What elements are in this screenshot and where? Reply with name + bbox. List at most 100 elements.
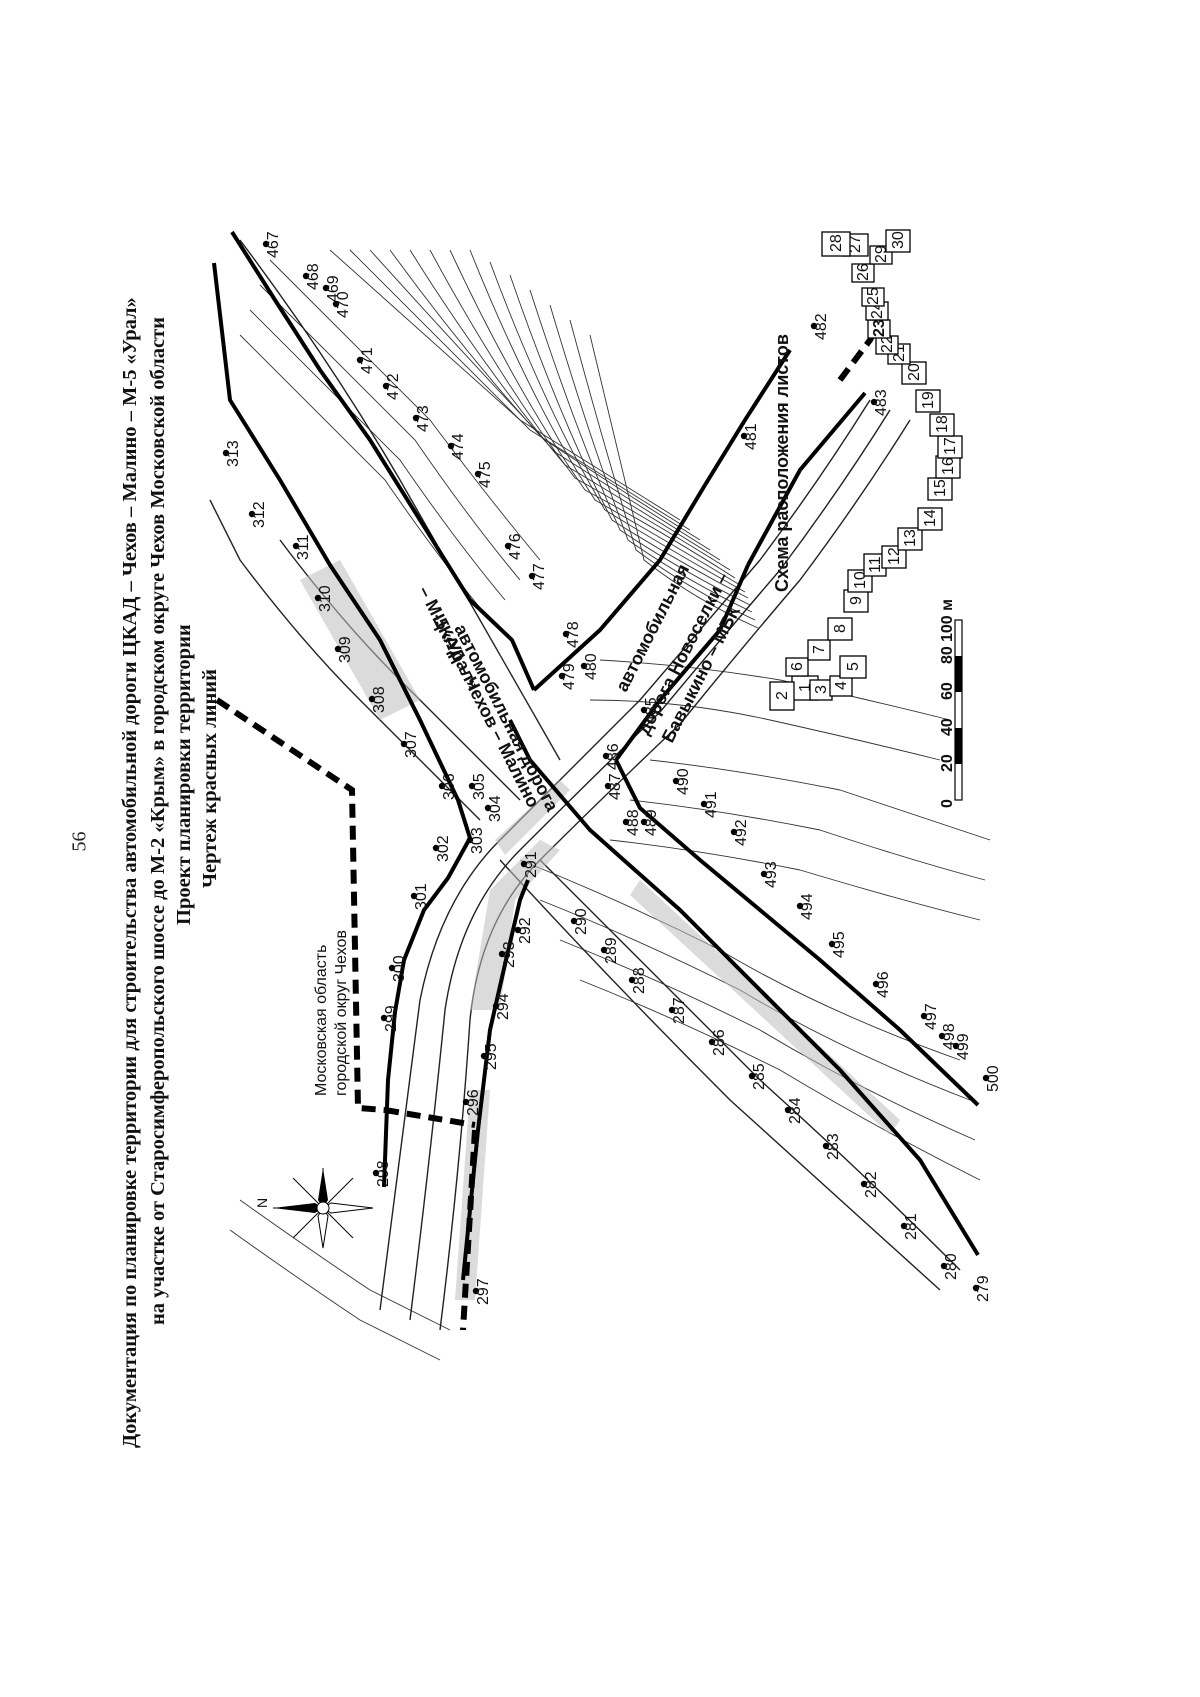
point-number-295: 295: [483, 1043, 500, 1070]
point-number-497: 497: [923, 1003, 940, 1030]
point-marker: [514, 926, 522, 934]
point-number-307: 307: [403, 731, 420, 758]
sheet-label-19: 19: [920, 391, 937, 409]
point-marker: [498, 950, 506, 958]
point-number-299: 299: [383, 1005, 400, 1032]
point-number-487: 487: [607, 773, 624, 800]
point-marker: [740, 432, 748, 440]
point-number-476: 476: [507, 533, 524, 560]
scale-label-5: 100 м: [939, 599, 956, 642]
sheet-box-30: [885, 229, 911, 253]
point-number-500: 500: [985, 1065, 1002, 1092]
point-marker: [222, 449, 230, 457]
point-marker: [708, 1038, 716, 1046]
point-number-281: 281: [903, 1213, 920, 1240]
point-number-285: 285: [751, 1063, 768, 1090]
sheet-label-7: 7: [811, 645, 828, 654]
point-number-482: 482: [813, 313, 830, 340]
point-marker: [562, 630, 570, 638]
point-number-467: 467: [265, 231, 282, 258]
point-marker: [870, 398, 878, 406]
point-number-293: 293: [501, 941, 518, 968]
point-marker: [262, 240, 270, 248]
point-marker: [412, 414, 420, 422]
sheet-label-12: 12: [886, 547, 903, 565]
municipality-label-1: Московская область: [313, 945, 330, 1096]
point-marker: [748, 1072, 756, 1080]
road-carriageways: [209, 239, 961, 1331]
point-number-280: 280: [943, 1253, 960, 1280]
embankment-hatching: [300, 560, 900, 1300]
sheet-box-28: [821, 231, 851, 257]
point-marker: [472, 1287, 480, 1295]
point-marker: [528, 572, 536, 580]
point-number-483: 483: [873, 389, 890, 416]
point-marker: [982, 1074, 990, 1082]
point-number-284: 284: [787, 1097, 804, 1124]
point-number-283: 283: [825, 1133, 842, 1160]
point-marker: [382, 382, 390, 390]
point-number-308: 308: [371, 686, 388, 713]
point-marker: [356, 356, 364, 364]
sheet-label-17: 17: [942, 437, 959, 455]
scale-label-0: 0: [939, 799, 956, 808]
sheet-label-25: 25: [865, 287, 882, 305]
sheet-box-7: [807, 639, 831, 661]
sheet-box-8: [827, 617, 853, 641]
point-marker: [640, 818, 648, 826]
point-marker: [466, 836, 474, 844]
title-block: Документация по планировке территории дл…: [119, 297, 221, 1448]
point-marker: [668, 1006, 676, 1014]
point-marker: [380, 1014, 388, 1022]
point-number-469: 469: [325, 275, 342, 302]
sheet-label-16: 16: [940, 457, 957, 475]
scheme-label: Схема расположения листов: [772, 334, 792, 592]
point-marker: [972, 1284, 980, 1292]
sheet-label-26: 26: [855, 263, 872, 281]
point-marker: [292, 542, 300, 550]
point-marker: [628, 976, 636, 984]
point-marker: [372, 1169, 380, 1177]
point-marker: [672, 777, 680, 785]
north-label: N: [254, 1198, 270, 1208]
point-number-313: 313: [225, 440, 242, 467]
title-line-3: Проект планировки территории: [173, 624, 195, 925]
sheet-box-5: [839, 655, 867, 679]
point-marker: [314, 594, 322, 602]
point-number-490: 490: [675, 768, 692, 795]
sheet-label-2: 2: [774, 691, 791, 700]
sheet-label-1: 1: [797, 683, 814, 692]
point-marker: [810, 322, 818, 330]
point-marker: [796, 902, 804, 910]
point-marker: [480, 1052, 488, 1060]
point-marker: [604, 782, 612, 790]
sheet-label-11: 11: [867, 556, 884, 573]
point-number-289: 289: [603, 937, 620, 964]
point-number-470: 470: [335, 291, 352, 318]
point-number-296: 296: [465, 1089, 482, 1116]
point-number-311: 311: [295, 534, 312, 560]
point-number-304: 304: [487, 795, 504, 822]
point-marker: [784, 1106, 792, 1114]
point-marker: [952, 1042, 960, 1050]
point-number-475: 475: [477, 461, 494, 488]
sheet-label-6: 6: [789, 662, 806, 671]
point-marker: [900, 1222, 908, 1230]
point-marker: [622, 818, 630, 826]
sheet-box-25: [861, 287, 885, 307]
point-marker: [828, 940, 836, 948]
scale-label-4: 80: [939, 646, 956, 664]
sheet-box-13: [897, 527, 923, 551]
sheet-box-14: [917, 507, 943, 531]
sheet-label-9: 9: [848, 596, 865, 605]
sheet-box-19: [915, 389, 941, 413]
point-marker: [822, 1142, 830, 1150]
point-marker: [760, 870, 768, 878]
sheet-label-27: 27: [847, 235, 864, 253]
point-marker: [938, 1032, 946, 1040]
point-marker: [248, 510, 256, 518]
point-number-486: 486: [605, 743, 622, 770]
